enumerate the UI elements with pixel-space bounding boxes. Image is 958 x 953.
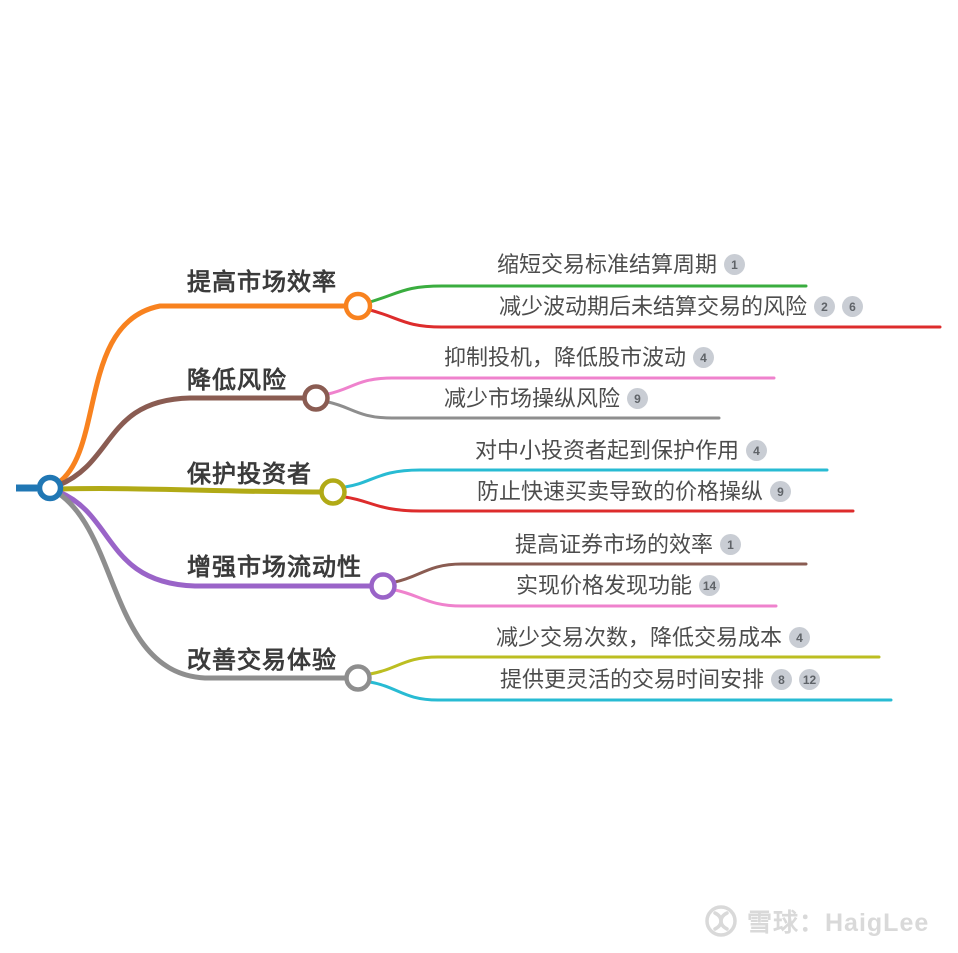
branch-label-2[interactable]: 降低风险 (187, 367, 287, 394)
child-text: 减少波动期后未结算交易的风险 (499, 294, 808, 319)
child-topic-5b[interactable]: 提供更灵活的交易时间安排 8 12 (500, 666, 821, 693)
count-badge: 9 (627, 388, 649, 409)
child-topic-4a[interactable]: 提高证券市场的效率 1 (515, 531, 742, 558)
count-badge: 6 (842, 296, 864, 317)
child-text: 减少市场操纵风险 (444, 386, 621, 411)
xueqiu-logo-icon (705, 905, 737, 937)
count-badge: 1 (720, 534, 742, 555)
child-text: 实现价格发现功能 (516, 573, 693, 598)
branch-node-circle-1[interactable] (343, 291, 373, 321)
child-line-4a (393, 562, 808, 584)
branch-label-5[interactable]: 改善交易体验 (187, 647, 337, 674)
count-badge: 4 (789, 627, 811, 648)
child-topic-4b[interactable]: 实现价格发现功能 14 (516, 572, 721, 599)
root-node-circle[interactable] (36, 474, 64, 502)
branch-line-5 (55, 490, 349, 681)
child-topic-5a[interactable]: 减少交易次数，降低交易成本 4 (496, 624, 811, 651)
count-badge: 14 (699, 575, 721, 596)
child-line-5a (368, 655, 881, 676)
child-line-5b (368, 680, 893, 702)
branch-line-4 (56, 489, 374, 589)
watermark-text: 雪球：HaigLee (747, 909, 930, 937)
branch-line-1 (55, 303, 348, 486)
count-badge: 2 (814, 296, 836, 317)
child-text: 对中小投资者起到保护作用 (475, 438, 740, 463)
branch-label-1[interactable]: 提高市场效率 (187, 269, 337, 296)
branch-node-circle-4[interactable] (369, 572, 397, 600)
child-line-1b (368, 308, 942, 329)
child-text: 抑制投机，降低股市波动 (444, 345, 687, 370)
child-line-1a (368, 284, 808, 304)
child-text: 提供更灵活的交易时间安排 (500, 667, 765, 692)
branch-label-3[interactable]: 保护投资者 (187, 461, 312, 488)
child-topic-2a[interactable]: 抑制投机，降低股市波动 4 (444, 344, 715, 371)
count-badge: 12 (799, 669, 821, 690)
child-text: 减少交易次数，降低交易成本 (496, 625, 783, 650)
child-topic-2b[interactable]: 减少市场操纵风险 9 (444, 385, 649, 412)
child-topic-3a[interactable]: 对中小投资者起到保护作用 4 (475, 437, 768, 464)
child-topic-1b[interactable]: 减少波动期后未结算交易的风险 2 6 (499, 293, 864, 320)
branch-line-2 (56, 395, 307, 488)
count-badge: 1 (724, 254, 746, 275)
count-badge: 8 (771, 669, 793, 690)
branch-node-circle-2[interactable] (302, 384, 330, 412)
child-text: 提高证券市场的效率 (515, 532, 714, 557)
count-badge: 4 (693, 347, 715, 368)
child-line-4b (393, 588, 778, 608)
watermark: 雪球：HaigLee (703, 903, 929, 939)
child-line-3a (343, 468, 829, 489)
branch-label-4[interactable]: 增强市场流动性 (187, 554, 362, 581)
branch-node-circle-3[interactable] (319, 478, 347, 506)
child-topic-3b[interactable]: 防止快速买卖导致的价格操纵 9 (477, 478, 792, 505)
child-line-2b (326, 400, 721, 420)
child-text: 防止快速买卖导致的价格操纵 (477, 479, 764, 504)
branch-node-circle-5[interactable] (344, 664, 372, 692)
count-badge: 9 (770, 481, 792, 502)
child-text: 缩短交易标准结算周期 (497, 252, 718, 277)
branch-line-3 (57, 486, 324, 495)
count-badge: 4 (746, 440, 768, 461)
child-line-3b (343, 495, 855, 513)
child-line-2a (326, 376, 776, 396)
child-topic-1a[interactable]: 缩短交易标准结算周期 1 (497, 251, 746, 278)
